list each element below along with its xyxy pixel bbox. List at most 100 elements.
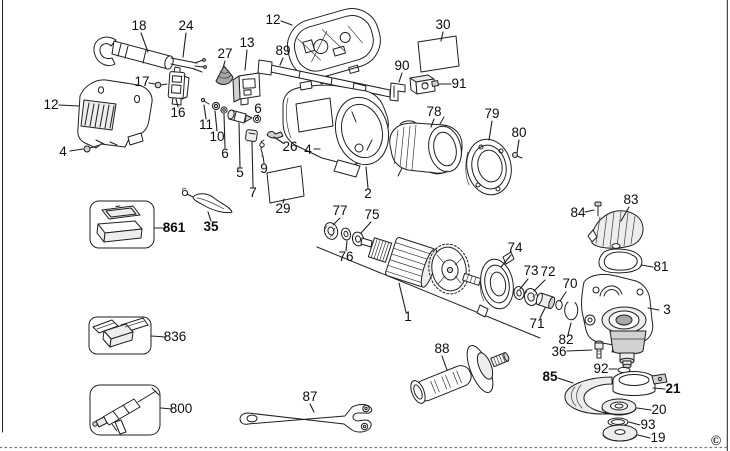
inner-flange-19-drawing xyxy=(602,424,638,442)
bracket-16-drawing xyxy=(167,66,190,106)
part-label-88: 88 xyxy=(434,341,449,356)
part-label-16: 16 xyxy=(170,105,185,120)
part-label-7: 7 xyxy=(249,185,257,200)
part-label-9: 9 xyxy=(260,161,268,176)
clip-9-drawing xyxy=(259,139,265,157)
brush-holder-90-drawing xyxy=(389,82,406,102)
part-label-4b: 4 xyxy=(304,142,312,157)
part-label-10: 10 xyxy=(209,129,224,144)
part-label-70: 70 xyxy=(562,276,577,291)
part-label-17: 17 xyxy=(134,74,149,89)
part-label-18: 18 xyxy=(131,18,146,33)
screw-84-drawing xyxy=(594,201,602,217)
part-label-6a: 6 xyxy=(221,146,229,161)
part-label-13: 13 xyxy=(239,35,254,50)
ring-70-drawing xyxy=(555,300,563,310)
switch-13-drawing xyxy=(232,72,261,106)
part-label-83: 83 xyxy=(623,192,638,207)
part-label-92: 92 xyxy=(593,361,608,376)
part-label-12b: 12 xyxy=(265,12,280,27)
part-label-29: 29 xyxy=(275,201,290,216)
washer-73-drawing xyxy=(513,286,525,300)
fan-gear-drawing xyxy=(428,243,470,295)
field-78-drawing xyxy=(389,116,463,177)
side-handle-88-drawing xyxy=(410,345,510,404)
grease-gun-800-drawing xyxy=(89,384,161,436)
cord-18-drawing xyxy=(93,36,174,70)
gear-case-3-drawing xyxy=(580,273,654,369)
part-label-36: 36 xyxy=(551,344,566,359)
leader-lines xyxy=(58,20,666,439)
shaft-tip-drawing xyxy=(462,272,482,286)
packaging-836-drawing xyxy=(88,316,152,355)
part-label-89: 89 xyxy=(275,43,290,58)
motor-housing-2-drawing xyxy=(282,80,390,178)
carbon-brush-91-drawing xyxy=(409,74,439,95)
part-label-11: 11 xyxy=(199,117,213,132)
screw-36-drawing xyxy=(594,340,604,359)
washer-6a-drawing xyxy=(220,106,228,114)
part-label-4a: 4 xyxy=(59,144,67,159)
part-label-12a: 12 xyxy=(43,97,58,112)
part-label-91: 91 xyxy=(451,76,466,91)
part-label-81: 81 xyxy=(653,259,668,274)
part-label-6b: 6 xyxy=(254,101,262,116)
clamp-21-drawing xyxy=(612,371,668,396)
label-sticker-29-drawing xyxy=(266,165,305,204)
part-label-19: 19 xyxy=(650,430,665,445)
brush-spring-35-drawing xyxy=(181,187,233,214)
housing-half-12b-drawing xyxy=(286,8,381,85)
cap-10-drawing xyxy=(211,101,221,111)
part-label-72: 72 xyxy=(540,264,555,279)
part-label-3: 3 xyxy=(663,302,671,317)
washer-6b-drawing xyxy=(252,114,262,124)
part-label-82: 82 xyxy=(558,332,573,347)
part-label-74: 74 xyxy=(507,240,523,255)
part-label-79: 79 xyxy=(484,106,499,121)
kit-box-861-drawing xyxy=(89,200,155,249)
part-label-21: 21 xyxy=(665,381,681,396)
part-label-861: 861 xyxy=(163,220,186,235)
cap-7-drawing xyxy=(245,129,258,142)
spindle-lock-5-drawing xyxy=(227,109,253,124)
bearing-flange-79-drawing xyxy=(465,138,512,196)
part-label-84: 84 xyxy=(570,205,586,220)
cord-end-24-drawing xyxy=(170,57,207,73)
part-label-77: 77 xyxy=(332,203,347,218)
part-label-5: 5 xyxy=(236,165,244,180)
commutator-drawing xyxy=(367,237,393,263)
cone-27-drawing xyxy=(215,65,234,85)
part-label-30: 30 xyxy=(435,17,450,32)
spacer-71-drawing xyxy=(535,292,556,310)
bearing-77-drawing xyxy=(323,222,339,240)
gear-cover-83-drawing xyxy=(587,210,644,249)
copyright-symbol: © xyxy=(711,434,722,449)
part-label-71: 71 xyxy=(529,316,544,331)
screw-80-drawing xyxy=(512,152,523,159)
label-sticker-30-drawing xyxy=(417,35,460,73)
part-label-80: 80 xyxy=(511,125,526,140)
bearing-72-drawing xyxy=(523,288,539,306)
part-label-87: 87 xyxy=(302,389,317,404)
part-label-78: 78 xyxy=(426,104,441,119)
armature-1-assembly-drawing xyxy=(316,222,541,339)
part-label-76: 76 xyxy=(338,249,353,264)
screw-11-drawing xyxy=(200,97,210,105)
part-label-27: 27 xyxy=(217,46,232,61)
part-label-35: 35 xyxy=(203,219,219,234)
part-label-75: 75 xyxy=(364,207,379,222)
part-labels: 18 24 17 16 12 4 27 13 11 10 6 5 7 6 9 2… xyxy=(43,12,721,449)
part-label-836: 836 xyxy=(164,329,187,344)
gasket-81-drawing xyxy=(598,248,643,274)
part-label-2: 2 xyxy=(364,186,372,201)
washer-76-drawing xyxy=(340,227,352,241)
pin-spanner-87-drawing xyxy=(239,404,373,433)
screw-17-drawing xyxy=(154,81,168,89)
part-label-1: 1 xyxy=(404,309,412,324)
part-label-20: 20 xyxy=(651,402,666,417)
part-label-93: 93 xyxy=(640,417,655,432)
lever-26-drawing xyxy=(266,131,284,139)
